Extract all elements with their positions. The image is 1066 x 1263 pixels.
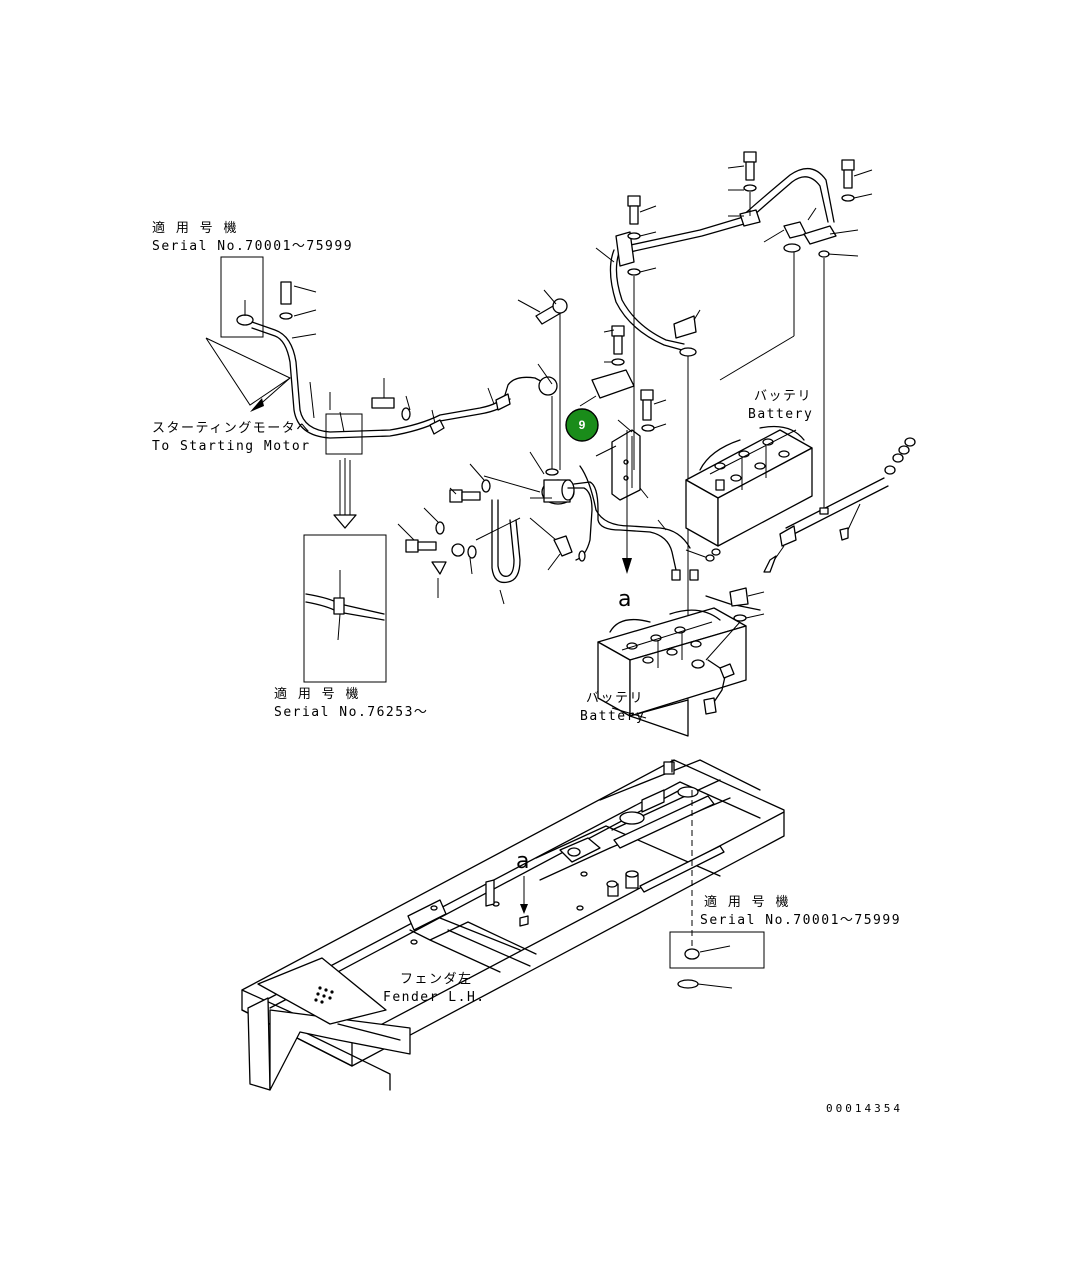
bolt-icon [405, 539, 437, 553]
battery-upper-label-en: Battery [748, 407, 813, 422]
hole-pattern [314, 986, 334, 1004]
battery-lower-label-jp: バッテリ [586, 691, 644, 706]
starting-motor-label-jp: スターティングモータへ [152, 421, 311, 436]
bolt-icon [640, 389, 654, 421]
starting-motor-arrow [250, 377, 291, 412]
fender-frame [241, 759, 785, 1091]
starting-motor-cable-group [205, 256, 558, 455]
view-a-upper: a [618, 587, 631, 612]
battery-cable-negative [763, 437, 916, 573]
bolt-icon [627, 195, 641, 225]
bolt-icon [449, 489, 481, 503]
callout-number: 9 [579, 418, 586, 432]
fender-label-jp: フェンダ左 [400, 972, 473, 987]
drawing-number: 00014354 [826, 1102, 903, 1115]
serial-top-left: Serial No.70001～75999 [152, 239, 353, 254]
battery-upper [685, 425, 813, 547]
callout-circle [565, 408, 599, 442]
battery-upper-label-jp: バッテリ [754, 389, 812, 404]
starting-motor-label-en: To Starting Motor [152, 439, 311, 454]
detail-inset [303, 458, 387, 683]
serial-mid: Serial No.76253～ [274, 705, 428, 720]
bolt-icon [611, 325, 625, 355]
serial-top-left-jp: 適 用 号 機 [152, 220, 238, 236]
serial-mid-jp: 適 用 号 機 [274, 686, 360, 702]
callout-9[interactable]: 9 [565, 408, 599, 442]
bottom-serial-inset [669, 931, 765, 989]
bolt-icon [743, 151, 757, 181]
serial-bottom: Serial No.70001～75999 [700, 913, 901, 928]
battery-lower-label-en: Battery [580, 709, 645, 724]
bolt-icon [841, 159, 855, 189]
battery-lower [597, 587, 765, 737]
view-a-lower: a [516, 849, 529, 874]
fender-label-en: Fender L.H. [383, 990, 486, 1005]
battery-relay-assembly [397, 289, 721, 605]
serial-bottom-jp: 適 用 号 機 [704, 894, 790, 910]
